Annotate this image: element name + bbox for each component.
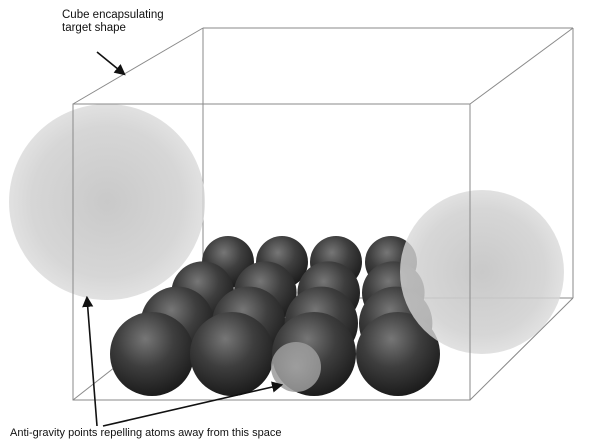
cube-front-face <box>72 103 471 401</box>
cube-label: Cube encapsulating target shape <box>62 9 164 35</box>
anti-gravity-sphere-left <box>9 104 205 300</box>
cube-edge <box>469 27 574 105</box>
cube-front-rect <box>72 103 471 401</box>
cube-edge <box>72 27 204 105</box>
atom <box>190 312 274 396</box>
anti-gravity-arrow-small <box>102 381 284 427</box>
cube-label-line2: target shape <box>62 22 126 34</box>
cube-label-arrow <box>96 51 126 76</box>
atom <box>356 312 440 396</box>
annotation-arrows <box>82 51 284 427</box>
anti-gravity-sphere-right <box>400 190 564 354</box>
cube-edge <box>469 297 574 401</box>
atom <box>110 312 194 396</box>
anti-gravity-point-small <box>271 342 321 392</box>
anti-gravity-label: Anti-gravity points repelling atoms away… <box>10 427 282 439</box>
cube-label-line1: Cube encapsulating <box>62 9 164 21</box>
anti-gravity-arrow-left <box>82 295 98 427</box>
